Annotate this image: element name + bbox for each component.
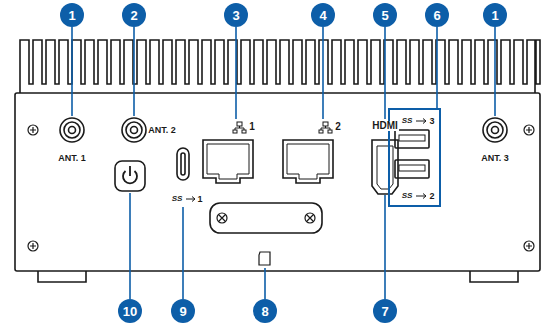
callout-number: 7 — [381, 305, 388, 318]
callout-number: 9 — [179, 305, 186, 318]
port-label: 2 — [334, 122, 342, 132]
callout-number: 4 — [319, 9, 326, 22]
port-label: 2 — [428, 192, 435, 201]
callout-number: 3 — [232, 9, 239, 22]
port-label: HDMI — [371, 121, 399, 131]
callout-number: 8 — [261, 305, 268, 318]
callout-number: 5 — [381, 9, 388, 22]
callout-number: 1 — [491, 9, 498, 22]
port-label: 1 — [248, 122, 256, 132]
port-label: 3 — [428, 117, 435, 126]
port-label: ANT. 3 — [480, 154, 510, 163]
port-label: 1 — [196, 195, 203, 204]
port-label: ANT. 1 — [57, 154, 87, 163]
callout-number: 10 — [123, 305, 137, 318]
callout-number: 2 — [130, 9, 137, 22]
usb-logo-text: SS — [401, 192, 414, 200]
callout-number: 6 — [433, 9, 440, 22]
usb-logo-text: SS — [171, 195, 184, 203]
callout-number: 1 — [68, 9, 75, 22]
port-label: ANT. 2 — [147, 126, 177, 135]
usb-logo-text: SS — [401, 117, 414, 125]
